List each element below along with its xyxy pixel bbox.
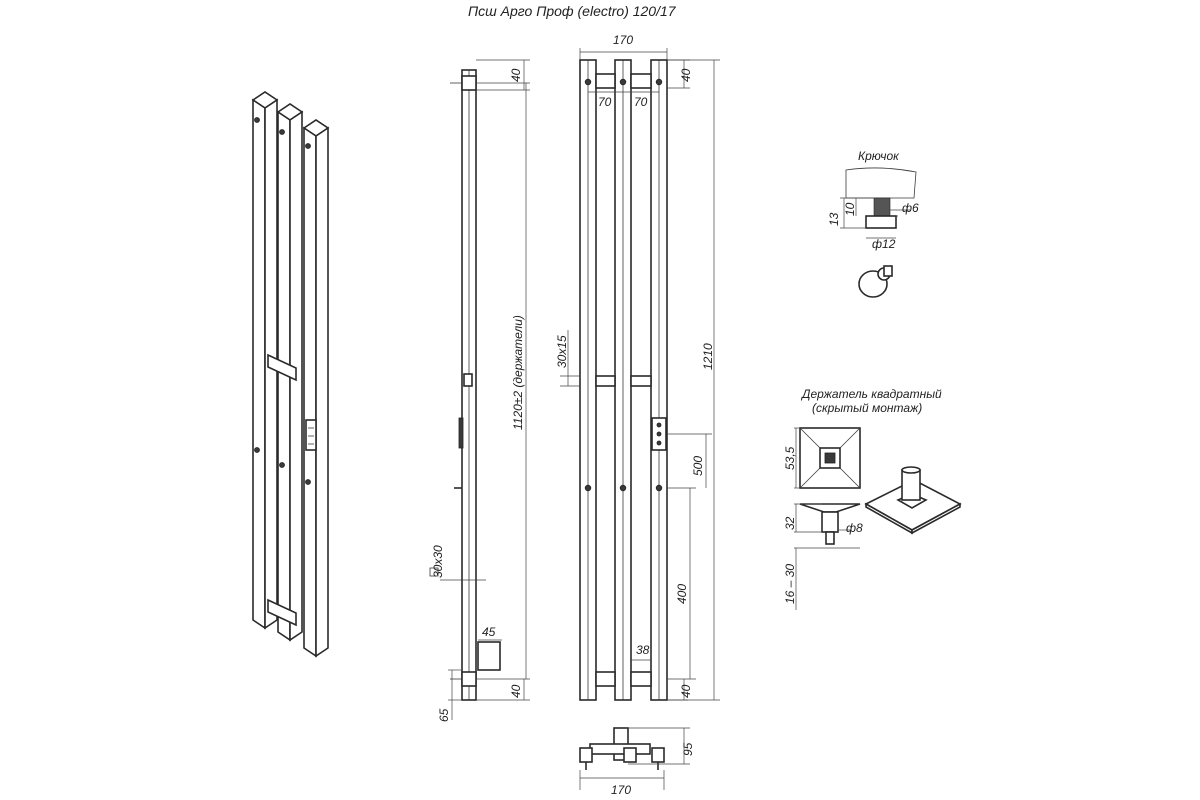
side-dim-box: 45 [482, 625, 496, 639]
side-dim-holders: 1120±2 (держатели) [511, 315, 525, 430]
front-dim-500: 500 [691, 456, 705, 476]
hook-dia-6: ф6 [902, 201, 919, 215]
side-profile: 30х30 [431, 545, 445, 578]
side-dim-bottom: 40 [509, 684, 523, 698]
holder-dim-32: 32 [783, 516, 797, 530]
side-dim-offset: 65 [437, 708, 451, 722]
front-dim-bottom: 40 [679, 684, 693, 698]
holder-title-line1: Держатель квадратный [800, 387, 942, 401]
front-height: 1210 [701, 343, 715, 370]
front-view: 170 70 70 40 30х15 1210 500 400 38 40 [555, 33, 720, 701]
front-dim-38: 38 [636, 643, 650, 657]
holder-detail: Держатель квадратный (скрытый монтаж) 53… [783, 387, 962, 610]
front-dim-400: 400 [675, 584, 689, 604]
holder-title-line2: (скрытый монтаж) [812, 401, 922, 415]
isometric-view [251, 91, 330, 658]
hook-dia-12: ф12 [872, 237, 896, 251]
side-dim-top: 40 [509, 68, 523, 82]
hook-dim-10: 10 [843, 202, 857, 216]
top-width-bottom: 170 [611, 783, 631, 797]
front-spacing-right: 70 [634, 95, 648, 109]
hook-detail: Крючок 13 10 ф6 ф12 [827, 149, 919, 298]
drawing-title: Псш Арго Проф (electro) 120/17 [468, 3, 677, 19]
front-width-top: 170 [613, 33, 633, 47]
holder-dia-8: ф8 [846, 521, 863, 535]
front-dim-top: 40 [679, 68, 693, 82]
hook-title: Крючок [858, 149, 900, 163]
front-crossbar: 30х15 [555, 335, 569, 368]
side-view: 40 1120±2 (держатели) 40 30х30 45 65 [429, 59, 530, 722]
top-view: 95 170 [579, 727, 695, 797]
hook-dim-13: 13 [827, 212, 841, 226]
holder-dim-range: 16 – 30 [783, 564, 797, 604]
front-spacing-left: 70 [598, 95, 612, 109]
holder-dim-53-5: 53,5 [783, 446, 797, 470]
top-depth: 95 [681, 742, 695, 756]
